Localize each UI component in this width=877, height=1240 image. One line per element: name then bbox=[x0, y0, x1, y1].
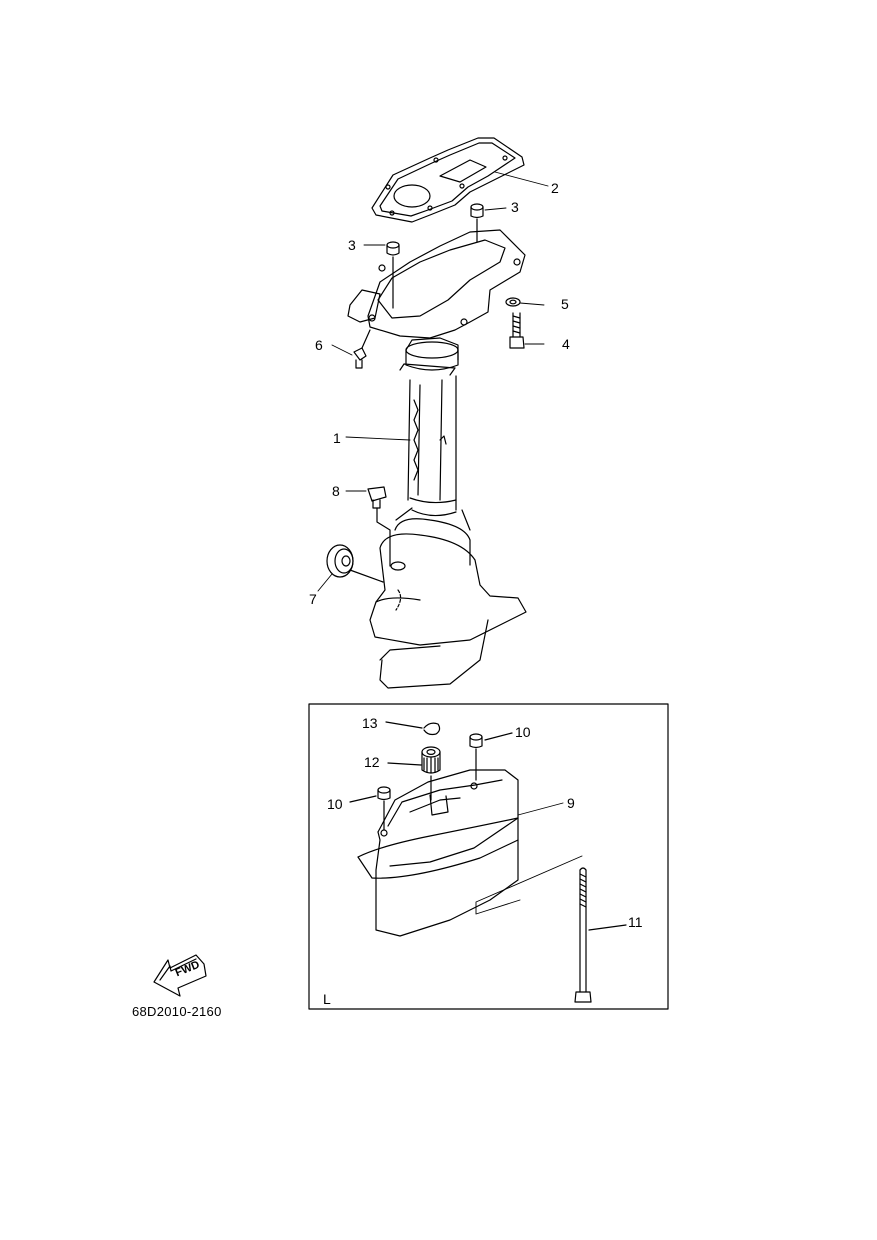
gasket-part bbox=[371, 137, 525, 223]
inset-label: L bbox=[323, 991, 331, 1007]
long-bolt-part bbox=[574, 867, 627, 1003]
callout-10: 10 bbox=[515, 724, 531, 740]
drawing-code: 68D2010-2160 bbox=[132, 1004, 222, 1019]
dowel-pin-part bbox=[469, 732, 513, 781]
callout-6: 6 bbox=[315, 337, 323, 353]
callout-11: 11 bbox=[628, 914, 643, 930]
lower-cover-part bbox=[357, 769, 519, 937]
callout-3: 3 bbox=[511, 199, 519, 215]
nut-part bbox=[387, 746, 441, 801]
callout-9: 9 bbox=[567, 795, 575, 811]
callout-4: 4 bbox=[562, 336, 570, 352]
callout-2: 2 bbox=[551, 180, 559, 196]
fitting-part bbox=[353, 329, 371, 369]
callout-5: 5 bbox=[561, 296, 569, 312]
callout-13: 13 bbox=[362, 715, 378, 731]
washer-part bbox=[505, 297, 521, 307]
upper-casing-flange bbox=[347, 229, 526, 339]
callout-3: 3 bbox=[348, 237, 356, 253]
alignment-guide bbox=[475, 855, 583, 915]
callout-1: 1 bbox=[333, 430, 341, 446]
callout-10: 10 bbox=[327, 796, 343, 812]
leader-lines bbox=[317, 171, 549, 592]
grommet-part bbox=[326, 544, 384, 583]
inset-frame bbox=[308, 703, 669, 1010]
plug-part bbox=[367, 486, 391, 567]
clip-part bbox=[385, 721, 441, 736]
bolt-part bbox=[509, 312, 525, 349]
callout-8: 8 bbox=[332, 483, 340, 499]
fwd-arrow-icon bbox=[153, 954, 207, 997]
leader-line bbox=[517, 802, 564, 816]
upper-casing-part bbox=[399, 337, 459, 517]
dowel-pin-part bbox=[386, 241, 400, 309]
dowel-pin-part bbox=[349, 786, 391, 831]
lower-casing-part bbox=[369, 507, 527, 689]
callout-7: 7 bbox=[309, 591, 317, 607]
callout-12: 12 bbox=[364, 754, 380, 770]
dowel-pin-part bbox=[470, 203, 484, 243]
